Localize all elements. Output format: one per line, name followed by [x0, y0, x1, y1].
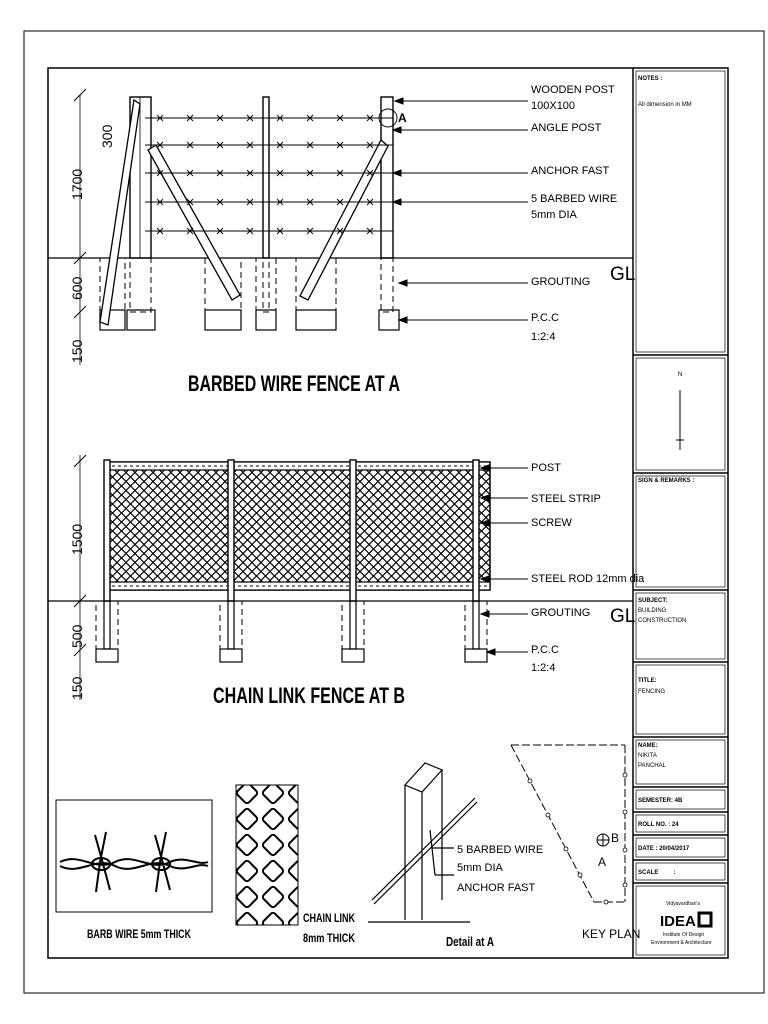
label-angle-post: ANGLE POST	[531, 122, 602, 134]
label-5mm-dia: 5mm DIA	[531, 209, 578, 221]
title-block: NOTES : All dimension in MM N SIGN & REM…	[633, 70, 728, 956]
name-value-2: PANCHAL	[638, 763, 667, 769]
north-label: N	[678, 372, 682, 378]
label-5-barbed-wire: 5 BARBED WIRE	[531, 193, 617, 205]
label-100x100: 100X100	[531, 100, 575, 112]
chain-link-caption-1: CHAIN LINK	[303, 911, 355, 925]
semester: SEMESTER: 4B	[638, 798, 683, 804]
label-ratio-a: 1:2:4	[531, 331, 555, 343]
label-screw: SCREW	[531, 517, 573, 529]
title-value: FENCING	[638, 689, 665, 695]
institute-line-1: Vidyavardhan's	[666, 901, 700, 907]
barb-wire-caption: BARB WIRE 5mm THICK	[87, 927, 191, 941]
date: DATE : 20/04/2017	[638, 846, 690, 852]
label-post: POST	[531, 462, 561, 474]
barbed-wire-fence: 300 1700 600 150	[48, 84, 635, 396]
gl-a: GL	[610, 264, 635, 285]
notes-label: NOTES :	[638, 76, 662, 82]
title-label: TITLE:	[638, 678, 657, 684]
label-anchor-fast: ANCHOR FAST	[531, 165, 610, 177]
detail-label-anchor: ANCHOR FAST	[457, 882, 536, 894]
institute-logo: IDEA	[660, 913, 696, 930]
institute-line-2: Institute Of Design	[663, 932, 704, 938]
dim-1700: 1700	[69, 169, 85, 200]
dim-600: 600	[69, 276, 85, 300]
institute-logo-mark	[697, 911, 713, 928]
label-steel-rod: STEEL ROD 12mm dia	[531, 573, 645, 585]
detail-marker-a: A	[398, 111, 407, 125]
gl-b: GL	[610, 606, 635, 627]
notes-text: All dimension in MM	[638, 102, 692, 108]
label-steel-strip: STEEL STRIP	[531, 493, 601, 505]
label-pcc-a: P.C.C	[531, 312, 559, 324]
label-grouting-b: GROUTING	[531, 607, 590, 619]
dim-500: 500	[69, 624, 85, 648]
barbed-fence-title: BARBED WIRE FENCE AT A	[188, 371, 400, 396]
label-ratio-b: 1:2:4	[531, 662, 555, 674]
detail-at-a-caption: Detail at A	[446, 934, 494, 949]
name-value-1: NIKITA	[638, 753, 657, 759]
dim-150: 150	[69, 339, 85, 363]
outer-frame	[23, 30, 765, 994]
detail-at-a: 5 BARBED WIRE 5mm DIA ANCHOR FAST Detail…	[368, 762, 543, 949]
chain-fence-title: CHAIN LINK FENCE AT B	[213, 683, 405, 708]
detail-label-barbed-wire: 5 BARBED WIRE	[457, 844, 543, 856]
label-wooden-post: WOODEN POST	[531, 84, 615, 96]
chain-link-fence: 1500 500 150	[48, 454, 645, 708]
subject-value-2: CONSTRUCTION	[638, 618, 686, 624]
detail-label-5mm: 5mm DIA	[457, 862, 504, 874]
barb-wire-detail: BARB WIRE 5mm THICK	[55, 799, 213, 941]
scale: SCALE :	[638, 870, 675, 876]
institute-line-3: Environment & Architecture	[651, 940, 712, 946]
label-grouting-a: GROUTING	[531, 276, 590, 288]
drawing-border	[47, 67, 729, 959]
keyplan-a: A	[598, 855, 606, 869]
keyplan-caption: KEY PLAN	[582, 927, 640, 941]
chain-link-caption-2: 8mm THICK	[303, 931, 355, 945]
sign-remarks-label: SIGN & REMARKS :	[638, 478, 694, 484]
name-label: NAME:	[638, 743, 658, 749]
chain-link-detail: CHAIN LINK 8mm THICK	[235, 784, 355, 945]
roll-no: ROLL NO. : 24	[638, 822, 679, 828]
chain-link-mesh	[105, 461, 491, 591]
subject-label: SUBJECT:	[638, 598, 667, 604]
dim-300: 300	[99, 124, 115, 148]
subject-value-1: BUILDING	[638, 608, 667, 614]
label-pcc-b: P.C.C	[531, 644, 559, 656]
key-plan: B A KEY PLAN	[510, 744, 640, 941]
dim-150-b: 150	[69, 676, 85, 700]
keyplan-b: B	[611, 831, 619, 845]
dim-1500: 1500	[69, 524, 85, 555]
